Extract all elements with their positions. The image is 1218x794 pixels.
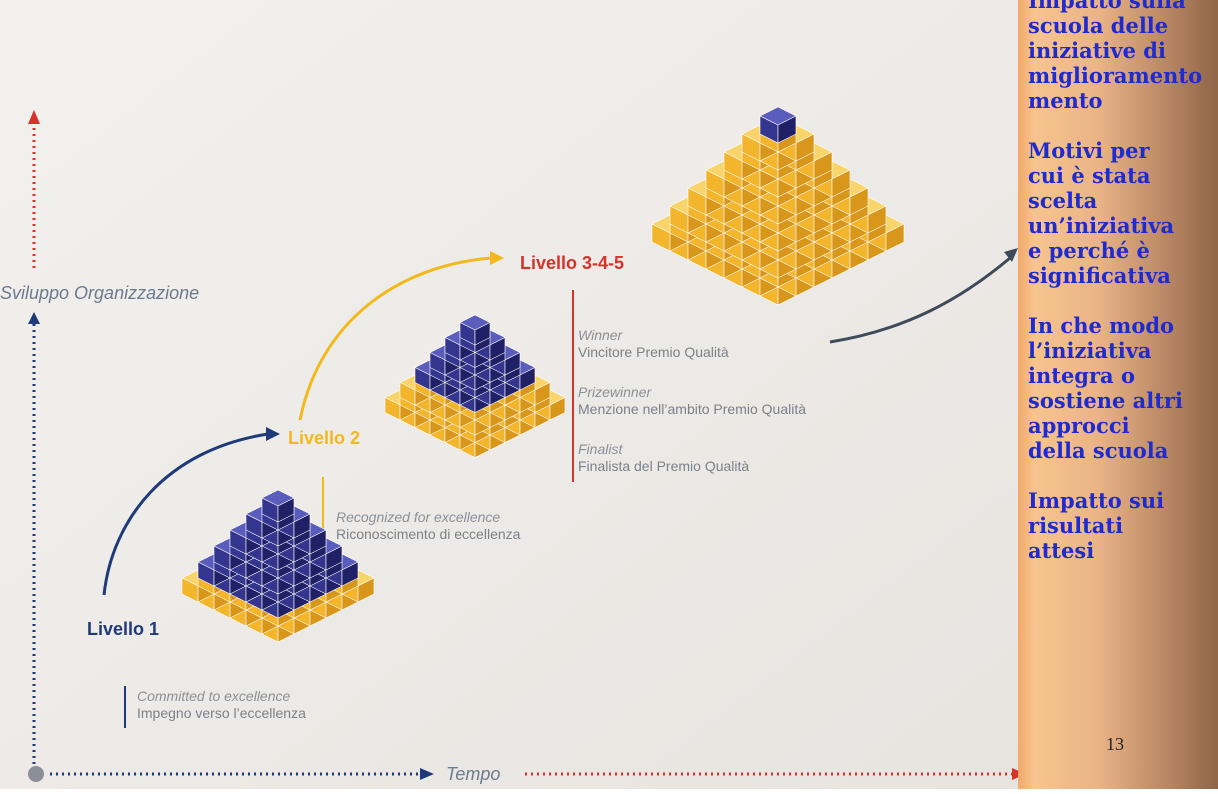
arrow-level2-to-level3 [298, 256, 493, 421]
side-panel-text: Impatto sulla scuola delle iniziative di… [1028, 0, 1218, 588]
level3-winner: Winner Vincitore Premio Qualità [578, 327, 729, 362]
level1-title: Livello 1 [87, 619, 160, 639]
level1-description: Committed to excellence Impegno verso l’… [137, 688, 306, 723]
level1-it: Impegno verso l’eccellenza [137, 705, 306, 721]
level2-it: Riconoscimento di eccellenza [336, 526, 521, 542]
y-axis-label: Sviluppo Organizzazione [0, 283, 200, 303]
panel-item-impact-school: Impatto sulla scuola delle iniziative di… [1028, 0, 1203, 113]
arrow-beyond-level3 [829, 256, 1011, 344]
level2-en: Recognized for excellence [336, 509, 501, 525]
finalist-en: Finalist [578, 441, 623, 457]
level3-prizewinner: Prizewinner Menzione nell’ambito Premio … [578, 384, 806, 419]
panel-item-impact-results: Impatto sui risultati attesi [1028, 488, 1165, 563]
level3-title: Livello 3-4-5 [520, 253, 625, 273]
pyramid-level1 [181, 489, 375, 643]
level2-title: Livello 2 [288, 428, 361, 448]
x-axis-arrow-icon [420, 768, 434, 780]
y-axis [28, 110, 40, 770]
level1-en: Committed to excellence [137, 688, 291, 704]
page-number: 13 [1106, 734, 1124, 754]
level3-finalist: Finalist Finalista del Premio Qualità [578, 441, 749, 476]
prizewinner-it: Menzione nell’ambito Premio Qualità [578, 401, 806, 417]
y-axis-top-arrow-icon [28, 110, 40, 124]
prizewinner-en: Prizewinner [578, 384, 652, 400]
finalist-it: Finalista del Premio Qualità [578, 458, 750, 474]
arrow-head-icon [1004, 248, 1018, 262]
panel-item-reasons: Motivi per cui è stata scelta un’iniziat… [1028, 138, 1175, 288]
origin-dot [28, 766, 44, 782]
y-axis-arrow-icon [28, 312, 40, 324]
pyramid-level2 [384, 314, 566, 458]
winner-en: Winner [578, 327, 623, 343]
pyramid-level3 [651, 106, 905, 306]
panel-item-integration: In che modo l’iniziativa integra o sosti… [1028, 313, 1183, 463]
arrow-head-icon [490, 251, 504, 265]
winner-it: Vincitore Premio Qualità [578, 344, 729, 360]
side-panel [1018, 0, 1218, 789]
arrow-head-icon [266, 427, 280, 441]
level2-description: Recognized for excellence Riconoscimento… [336, 509, 520, 544]
x-axis-label: Tempo [446, 764, 501, 784]
arrow-level1-to-level2 [102, 432, 269, 596]
